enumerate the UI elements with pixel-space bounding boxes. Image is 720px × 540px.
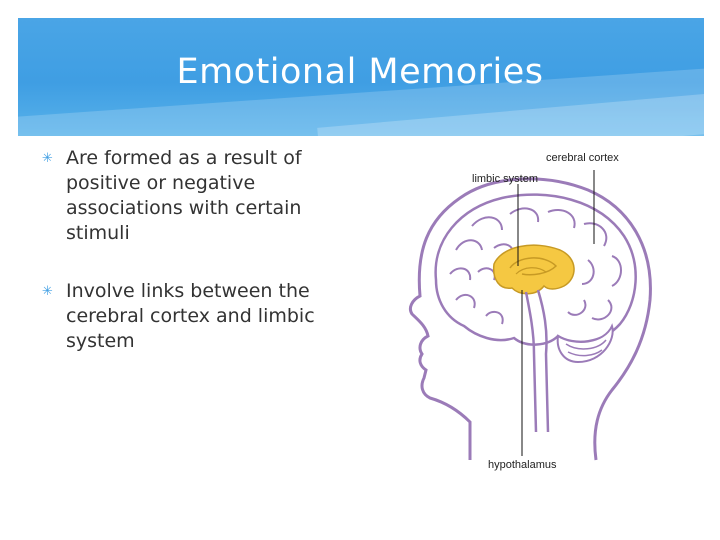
bullet-asterisk-icon: ✳ — [42, 284, 53, 299]
cerebellum-folds — [565, 339, 607, 357]
brainstem — [524, 289, 550, 433]
bullet-item: ✳ Involve links between the cerebral cor… — [40, 279, 340, 354]
bullet-text: Involve links between the cerebral corte… — [66, 280, 315, 352]
cortex-folds — [449, 207, 622, 325]
bullet-list: ✳ Are formed as a result of positive or … — [40, 146, 340, 387]
brain-illustration: cerebral cortex limbic system hypothalam… — [408, 152, 652, 471]
head-outline — [408, 177, 652, 461]
bullet-text: Are formed as a result of positive or ne… — [66, 147, 302, 244]
limbic-inner-curve-2 — [515, 267, 547, 275]
brain-diagram: cerebral cortex limbic system hypothalam… — [398, 140, 660, 488]
label-cerebral-cortex: cerebral cortex — [546, 152, 619, 164]
bullet-asterisk-icon: ✳ — [42, 151, 53, 166]
limbic-inner-curve — [509, 257, 558, 276]
title-band — [18, 18, 704, 136]
label-limbic-system: limbic system — [472, 173, 538, 185]
bullet-item: ✳ Are formed as a result of positive or … — [40, 146, 340, 246]
label-hypothalamus: hypothalamus — [488, 459, 557, 471]
slide-title: Emotional Memories — [176, 52, 544, 92]
limbic-system — [492, 244, 575, 295]
